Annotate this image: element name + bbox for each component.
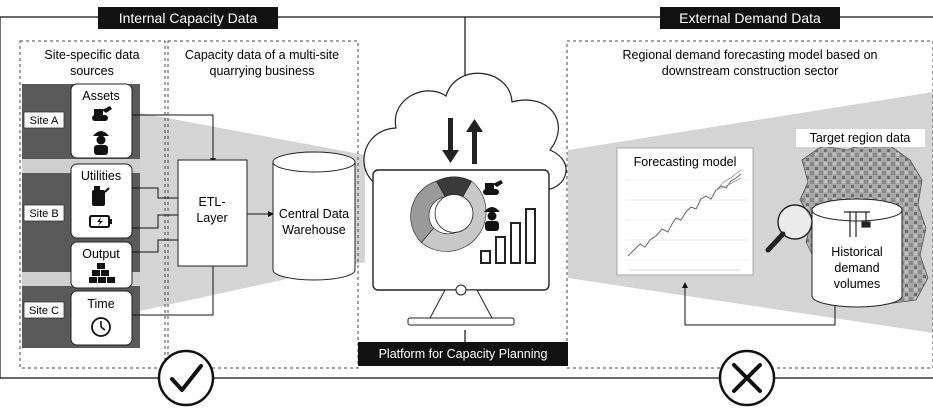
excavator-icon xyxy=(483,180,503,195)
bricks-icon xyxy=(89,263,115,283)
svg-text:Warehouse: Warehouse xyxy=(282,223,346,237)
site-c-label: Site C xyxy=(29,305,59,317)
central-data-warehouse: Central Data Warehouse xyxy=(272,151,356,281)
svg-text:Target region data: Target region data xyxy=(810,131,911,145)
svg-text:Central Data: Central Data xyxy=(279,207,349,221)
capacity-panel xyxy=(167,40,359,369)
worker-icon xyxy=(93,131,109,155)
clock-icon xyxy=(91,317,111,337)
platform-label: Platform for Capacity Planning xyxy=(358,342,568,366)
capacity-title-2: quarrying business xyxy=(210,64,315,78)
svg-text:Internal Capacity Data: Internal Capacity Data xyxy=(119,10,258,26)
source-utilities: Utilities xyxy=(70,163,133,239)
svg-text:Platform for Capacity Planning: Platform for Capacity Planning xyxy=(379,347,548,361)
svg-text:Forecasting model: Forecasting model xyxy=(634,155,737,169)
svg-text:Utilities: Utilities xyxy=(81,169,121,183)
capacity-title-1: Capacity data of a multi-site xyxy=(185,48,339,62)
crane-icon xyxy=(844,211,871,237)
external-title-1: Regional demand forecasting model based … xyxy=(622,48,877,62)
site-b-label: Site B xyxy=(29,208,58,220)
historical-demand-cylinder: Historical demand volumes xyxy=(811,198,903,308)
external-title-2: downstream construction sector xyxy=(662,64,838,78)
fuel-can-icon xyxy=(92,186,110,206)
svg-text:ETL-: ETL- xyxy=(198,195,225,209)
external-header: External Demand Data xyxy=(660,7,840,29)
site-specific-panel xyxy=(19,40,166,369)
internal-header: Internal Capacity Data xyxy=(98,7,278,29)
etl-layer-box: ETL- Layer xyxy=(177,159,248,267)
site-specific-title-2: sources xyxy=(70,64,114,78)
check-icon xyxy=(157,349,215,407)
donut-chart-icon xyxy=(410,176,487,252)
cross-icon xyxy=(718,349,776,407)
svg-text:Assets: Assets xyxy=(82,89,120,103)
forecasting-model-card: Forecasting model xyxy=(616,147,754,276)
site-specific-title-1: Site-specific data xyxy=(44,48,139,62)
svg-text:Output: Output xyxy=(82,247,120,261)
source-assets: Assets xyxy=(70,83,133,159)
worker-icon xyxy=(484,207,500,231)
cloud-icon xyxy=(363,72,567,191)
battery-icon xyxy=(89,215,112,228)
forecast-line xyxy=(627,173,742,257)
svg-text:External Demand Data: External Demand Data xyxy=(679,10,821,26)
svg-text:Time: Time xyxy=(87,297,114,311)
svg-text:volumes: volumes xyxy=(834,277,881,291)
source-output: Output xyxy=(70,241,133,289)
excavator-icon xyxy=(92,106,112,121)
source-time: Time xyxy=(70,290,133,346)
svg-text:Historical: Historical xyxy=(831,245,882,259)
magnifier-icon xyxy=(765,204,813,253)
svg-text:demand: demand xyxy=(834,261,879,275)
source-connectors xyxy=(132,114,836,326)
bar-chart-icon xyxy=(480,208,536,264)
site-a-label: Site A xyxy=(30,115,59,127)
sync-arrows-icon xyxy=(442,118,483,164)
svg-text:Layer: Layer xyxy=(196,211,227,225)
